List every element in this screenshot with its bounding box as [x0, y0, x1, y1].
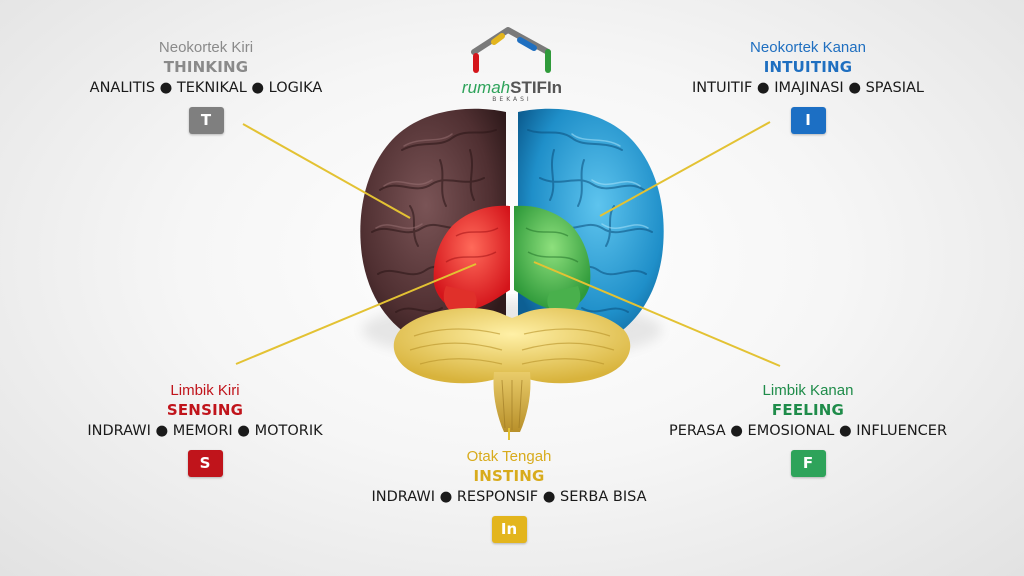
connector-intuiting — [599, 121, 771, 217]
right-limbic-region — [514, 205, 591, 314]
region-label: Limbik Kanan — [762, 382, 854, 399]
badge-feeling: F — [790, 450, 826, 477]
brand-subtitle: BEKASI — [492, 96, 532, 103]
brand-name-a: rumah — [461, 78, 511, 97]
region-label: Limbik Kiri — [170, 382, 240, 399]
region-label: Neokortek Kiri — [158, 39, 254, 56]
midbrain-cerebellum — [393, 308, 631, 432]
sensing-block: Limbik Kiri SENSING INDRAWI ● MEMORI ● M… — [60, 381, 350, 477]
type-label: FEELING — [771, 401, 845, 419]
connector-thinking — [242, 123, 411, 219]
badge-sensing: S — [187, 450, 223, 477]
traits-label: INTUITIF ● IMAJINASI ● SPASIAL — [691, 80, 924, 96]
type-label: INTUITING — [763, 58, 853, 76]
type-label: INSTING — [473, 467, 545, 485]
brand-name-b: STIFIn — [510, 78, 563, 97]
connector-feeling — [533, 261, 781, 367]
rumah-stifin-house-logo — [471, 27, 551, 73]
badge-thinking: T — [188, 107, 224, 134]
connector-lines — [235, 121, 781, 440]
insting-block: Otak Tengah INSTING INDRAWI ● RESPONSIF … — [344, 447, 674, 543]
intuiting-block: Neokortek Kanan INTUITING INTUITIF ● IMA… — [658, 38, 958, 134]
region-label: Otak Tengah — [466, 448, 552, 465]
feeling-block: Limbik Kanan FEELING PERASA ● EMOSIONAL … — [650, 381, 966, 477]
connector-sensing — [235, 263, 477, 365]
type-label: THINKING — [163, 58, 249, 76]
left-limbic-region — [433, 205, 510, 314]
brand-wordmark: rumahSTIFIn — [440, 79, 584, 97]
traits-label: PERASA ● EMOSIONAL ● INFLUENCER — [668, 423, 948, 439]
traits-label: INDRAWI ● RESPONSIF ● SERBA BISA — [371, 489, 647, 505]
region-label: Neokortek Kanan — [750, 39, 866, 56]
badge-intuiting: I — [790, 107, 826, 134]
badge-insting: In — [491, 516, 527, 543]
traits-label: ANALITIS ● TEKNIKAL ● LOGIKA — [89, 80, 323, 96]
traits-label: INDRAWI ● MEMORI ● MOTORIK — [87, 423, 323, 439]
type-label: SENSING — [166, 401, 244, 419]
thinking-block: Neokortek Kiri THINKING ANALITIS ● TEKNI… — [66, 38, 346, 134]
